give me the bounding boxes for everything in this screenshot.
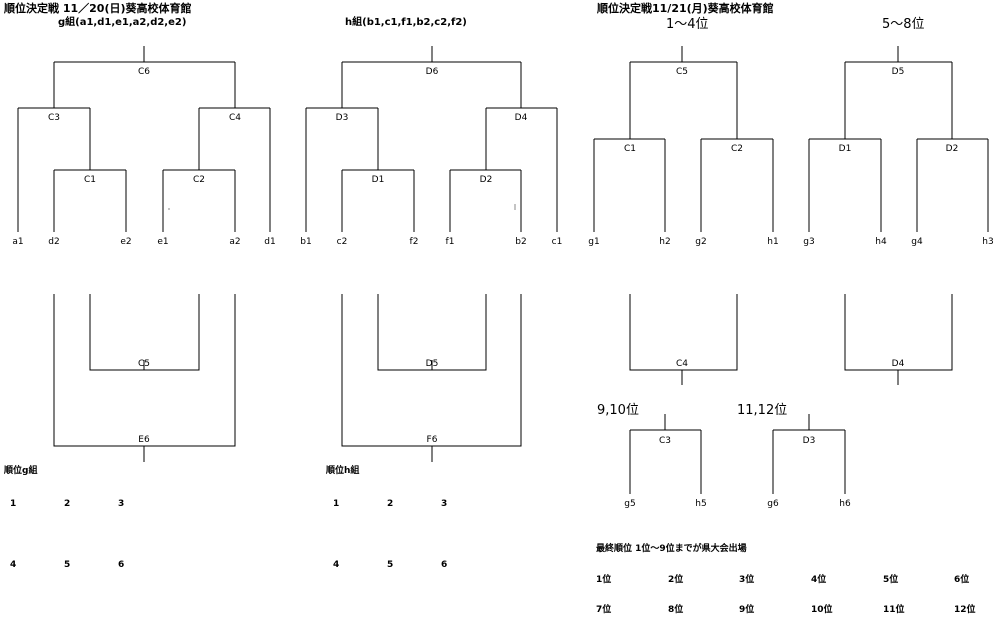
team-label: g6 bbox=[767, 499, 779, 509]
match-label: C2 bbox=[730, 144, 744, 154]
final-rank-slot: 3位 bbox=[739, 575, 755, 585]
match-label: D6 bbox=[425, 67, 439, 77]
rank-slot: 6 bbox=[118, 560, 125, 570]
team-label: a1 bbox=[12, 237, 24, 247]
team-label: g1 bbox=[588, 237, 600, 247]
match-label: F6 bbox=[426, 435, 438, 445]
left-title: 順位決定戦 11／20(日)葵高校体育館 bbox=[4, 2, 192, 15]
rank-slot: 5 bbox=[64, 560, 71, 570]
match-label: C1 bbox=[623, 144, 637, 154]
team-label: h2 bbox=[659, 237, 671, 247]
rank-slot: 1 bbox=[333, 499, 340, 509]
match-label: D1 bbox=[371, 175, 385, 185]
rank-h-title: 順位h組 bbox=[326, 466, 360, 476]
final-rank-slot: 6位 bbox=[954, 575, 970, 585]
team-label: g3 bbox=[803, 237, 815, 247]
team-label: h4 bbox=[875, 237, 887, 247]
match-label: E6 bbox=[138, 435, 150, 445]
rank-slot: 1 bbox=[10, 499, 17, 509]
rank-slot: 2 bbox=[387, 499, 394, 509]
match-label: D2 bbox=[479, 175, 493, 185]
match-label: C5 bbox=[675, 67, 689, 77]
rank-slot: 3 bbox=[441, 499, 448, 509]
final-rank-slot: 10位 bbox=[811, 605, 833, 615]
match-label: C3 bbox=[47, 113, 61, 123]
final-rank-slot: 4位 bbox=[811, 575, 827, 585]
team-label: e2 bbox=[120, 237, 132, 247]
team-label: d1 bbox=[264, 237, 276, 247]
team-label: h5 bbox=[695, 499, 707, 509]
match-label: D3 bbox=[335, 113, 349, 123]
rank-slot: 3 bbox=[118, 499, 125, 509]
heading-5-8: 5～8位 bbox=[882, 17, 925, 32]
heading-9-10: 9,10位 bbox=[597, 403, 639, 418]
final-rank-slot: 1位 bbox=[596, 575, 612, 585]
g-group-subtitle: g組(a1,d1,e1,a2,d2,e2) bbox=[58, 17, 187, 28]
final-rank-slot: 11位 bbox=[883, 605, 905, 615]
match-label: D1 bbox=[838, 144, 852, 154]
final-rank-slot: 9位 bbox=[739, 605, 755, 615]
rank-slot: 4 bbox=[333, 560, 340, 570]
team-label: b1 bbox=[300, 237, 312, 247]
team-label: a2 bbox=[229, 237, 241, 247]
team-label: b2 bbox=[515, 237, 527, 247]
team-label: h1 bbox=[767, 237, 779, 247]
match-label: C4 bbox=[675, 359, 689, 369]
team-label: h3 bbox=[982, 237, 994, 247]
match-label: D5 bbox=[425, 359, 439, 369]
match-label: C4 bbox=[228, 113, 242, 123]
team-label: f1 bbox=[445, 237, 455, 247]
match-label: C2 bbox=[192, 175, 206, 185]
match-label: C6 bbox=[137, 67, 151, 77]
team-label: g5 bbox=[624, 499, 636, 509]
match-label: C3 bbox=[658, 436, 672, 446]
team-label: c2 bbox=[336, 237, 348, 247]
team-label: g4 bbox=[911, 237, 923, 247]
match-label: D2 bbox=[945, 144, 959, 154]
final-rank-slot: 7位 bbox=[596, 605, 612, 615]
final-rank-slot: 5位 bbox=[883, 575, 899, 585]
final-rank-slot: 12位 bbox=[954, 605, 976, 615]
match-label: D5 bbox=[891, 67, 905, 77]
final-rank-title: 最終順位 1位～9位までが県大会出場 bbox=[596, 544, 747, 554]
team-label: c1 bbox=[551, 237, 563, 247]
match-label: C5 bbox=[137, 359, 151, 369]
right-title: 順位決定戦11/21(月)葵高校体育館 bbox=[597, 2, 774, 15]
match-label: D3 bbox=[802, 436, 816, 446]
heading-11-12: 11,12位 bbox=[737, 403, 788, 418]
match-label: D4 bbox=[514, 113, 528, 123]
match-label: C1 bbox=[83, 175, 97, 185]
rank-g-title: 順位g組 bbox=[4, 466, 38, 476]
final-rank-slot: 8位 bbox=[668, 605, 684, 615]
team-label: h6 bbox=[839, 499, 851, 509]
team-label: e1 bbox=[157, 237, 169, 247]
rank-slot: 5 bbox=[387, 560, 394, 570]
h-group-subtitle: h組(b1,c1,f1,b2,c2,f2) bbox=[345, 17, 467, 28]
heading-1-4: 1～4位 bbox=[666, 17, 709, 32]
team-label: g2 bbox=[695, 237, 707, 247]
match-label: D4 bbox=[891, 359, 905, 369]
rank-slot: 4 bbox=[10, 560, 17, 570]
rank-slot: 2 bbox=[64, 499, 71, 509]
team-label: f2 bbox=[409, 237, 419, 247]
team-label: d2 bbox=[48, 237, 60, 247]
rank-slot: 6 bbox=[441, 560, 448, 570]
final-rank-slot: 2位 bbox=[668, 575, 684, 585]
